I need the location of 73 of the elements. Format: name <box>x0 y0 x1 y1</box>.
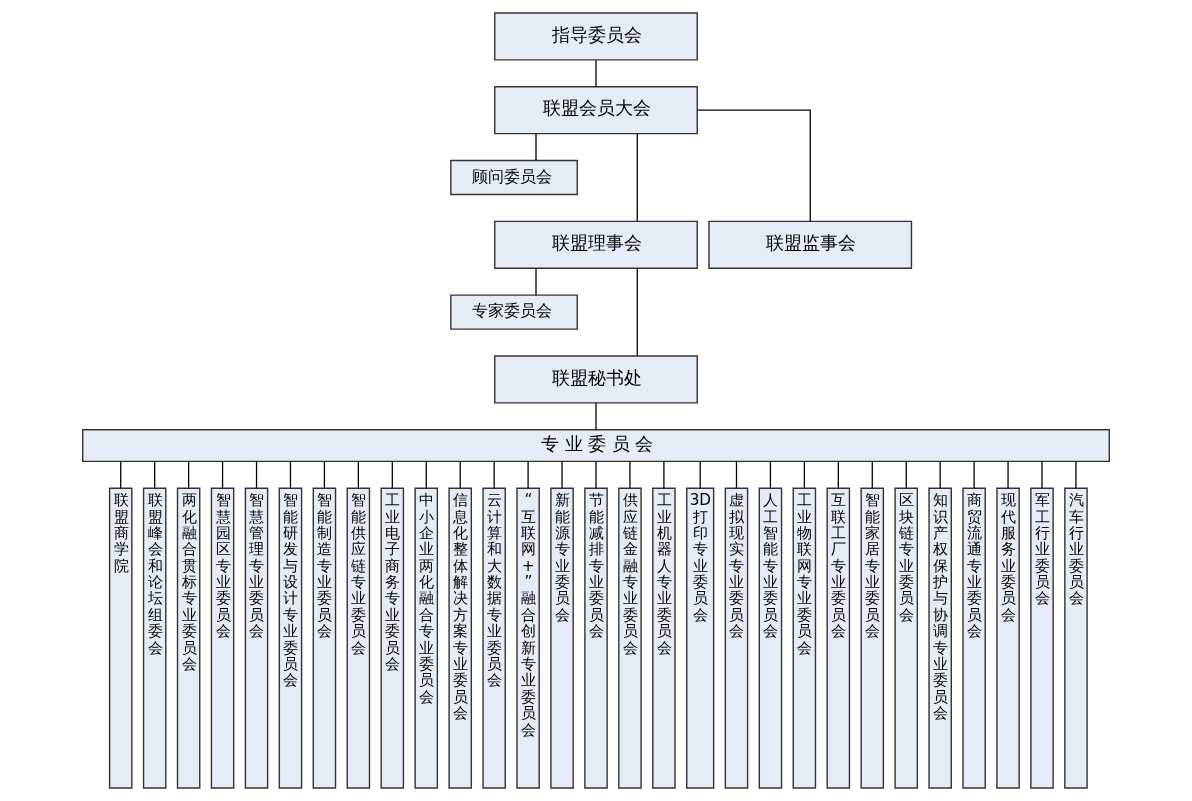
node-box: 互联工厂专业委员会 <box>826 487 851 789</box>
node-box: 专 业 委 员 会 <box>82 429 1110 463</box>
connector <box>1041 461 1043 489</box>
node-box: 现代服务业委员会 <box>996 487 1020 789</box>
node-box: 供应链金融专业委员会 <box>618 487 642 789</box>
node-box: 云计算和大数据专业委员会 <box>482 487 506 789</box>
connector <box>255 461 258 489</box>
node-box: 联盟秘书处 <box>494 355 698 404</box>
connector <box>391 461 393 489</box>
node-box: 两化融合贯标专业委员会 <box>176 487 201 789</box>
connector <box>323 461 326 489</box>
connector <box>357 461 359 489</box>
connector <box>803 461 805 489</box>
node-box: 联盟监事会 <box>708 220 913 269</box>
node-box: 新能源专业委员会 <box>550 487 574 789</box>
connector <box>120 461 122 489</box>
connector <box>629 461 631 489</box>
node-box: 智能制造专业委员会 <box>312 487 337 789</box>
node-box: “互联网+”融合创新专业委员会 <box>516 487 540 789</box>
connector <box>699 461 701 489</box>
connector <box>221 461 224 489</box>
connector <box>535 267 537 296</box>
node-box: 智能供应链专业委员会 <box>346 487 371 789</box>
connector <box>973 461 975 489</box>
connector <box>459 461 461 489</box>
connector <box>696 109 811 222</box>
node-box: 3D打印专业委员会 <box>686 487 715 789</box>
node-box: 联盟峰会和论坛组委会 <box>142 487 167 789</box>
node-box: 汽车行业委员会 <box>1064 487 1088 789</box>
connector <box>663 461 665 489</box>
node-box: 中小企业两化融合专业委员会 <box>414 487 439 789</box>
node-box: 联盟理事会 <box>494 220 698 269</box>
node-box: 指导委员会 <box>494 12 698 61</box>
node-box: 工业电子商务专业委员会 <box>380 487 405 789</box>
node-box: 联盟会员大会 <box>494 86 698 135</box>
connector <box>425 461 427 489</box>
connector <box>636 267 638 357</box>
connector <box>837 461 839 489</box>
node-box: 智能家居专业委员会 <box>860 487 885 789</box>
node-box: 虚拟现实专业委员会 <box>724 487 749 789</box>
connector <box>1007 461 1009 489</box>
connector <box>905 461 907 489</box>
node-box: 工业机器人专业委员会 <box>652 487 676 789</box>
connector <box>535 133 537 162</box>
connector <box>636 133 638 222</box>
connector <box>561 461 563 489</box>
connector <box>939 461 941 489</box>
node-box: 节能减排专业委员会 <box>584 487 608 789</box>
node-box: 军工行业委员会 <box>1030 487 1054 789</box>
connector <box>769 461 772 489</box>
connector <box>735 461 738 489</box>
connector <box>595 461 597 489</box>
connector <box>595 402 597 431</box>
node-box: 信息化整体解决方案专业委员会 <box>448 487 473 789</box>
node-box: 专家委员会 <box>450 294 578 330</box>
connector <box>187 461 190 489</box>
connector <box>527 461 529 489</box>
node-box: 智慧管理专业委员会 <box>244 487 269 789</box>
connector <box>154 461 156 489</box>
connector <box>595 59 597 88</box>
node-box: 区块链专业委员会 <box>894 487 919 789</box>
node-box: 商贸流通专业委员会 <box>962 487 986 789</box>
node-box: 知识产权保护与协调专业委员会 <box>928 487 952 789</box>
node-box: 顾问委员会 <box>450 159 578 196</box>
connector <box>493 461 495 489</box>
node-box: 工业物联网专业委员会 <box>792 487 817 789</box>
connector <box>871 461 873 489</box>
connector <box>289 461 292 489</box>
node-box: 智能研发与设计专业委员会 <box>278 487 303 789</box>
connector <box>1075 461 1077 489</box>
node-box: 智慧园区专业委员会 <box>210 487 235 789</box>
node-box: 人工智能专业委员会 <box>758 487 783 789</box>
node-box: 联盟商学院 <box>108 487 133 789</box>
